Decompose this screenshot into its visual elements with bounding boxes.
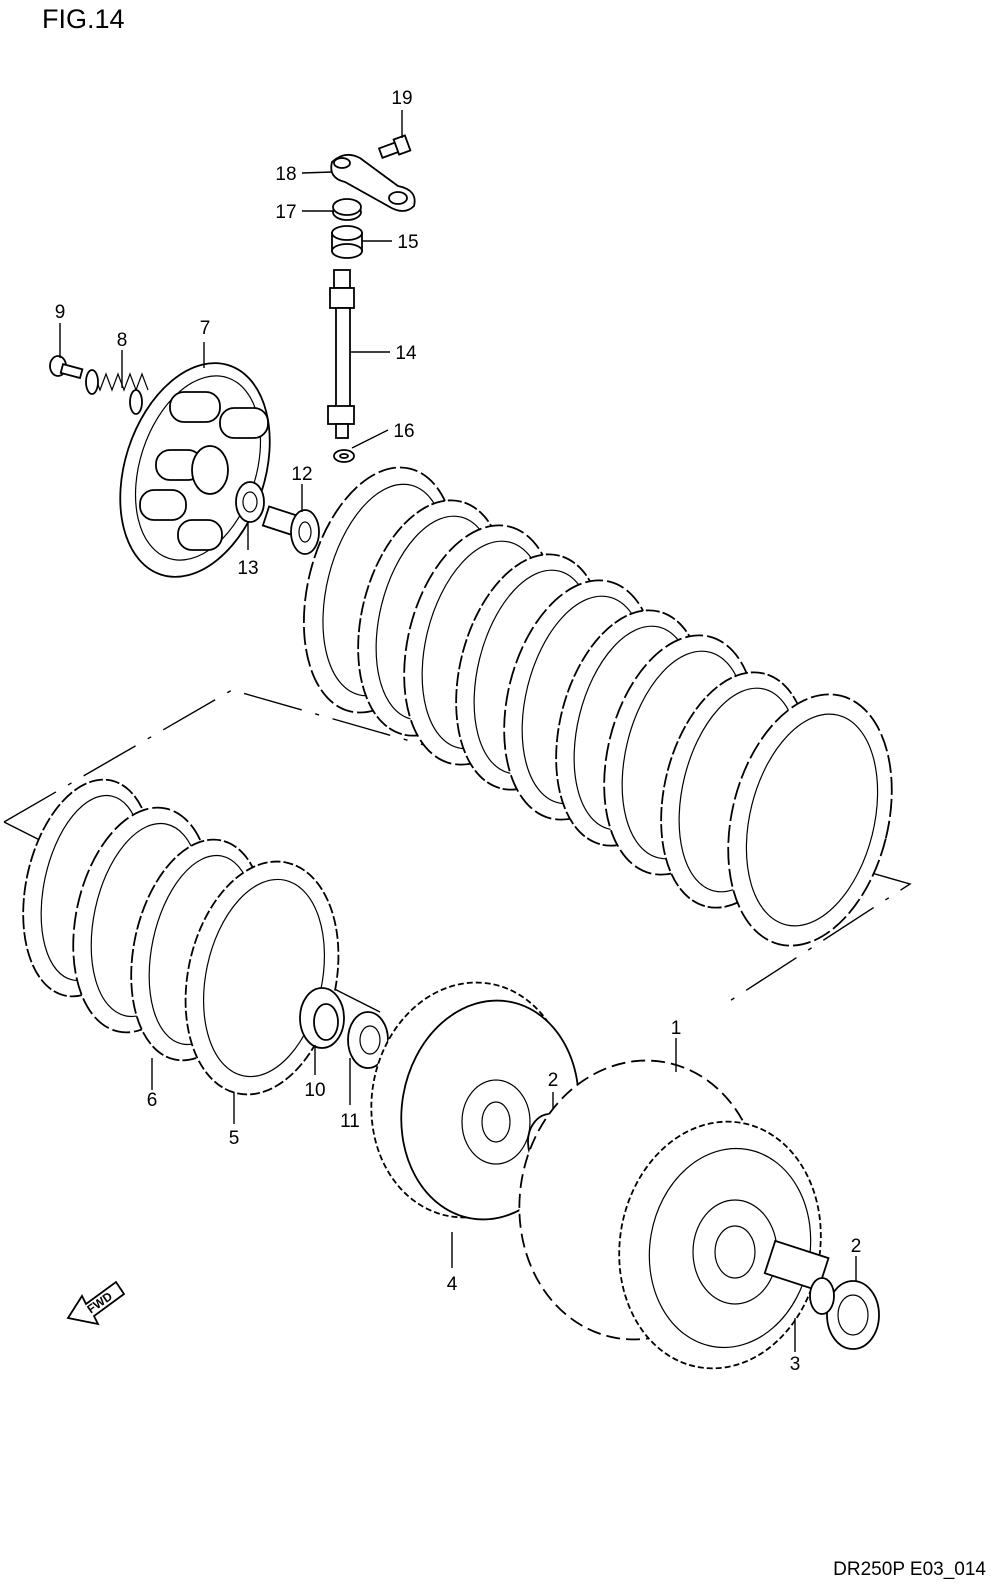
part-16-washer xyxy=(333,429,389,463)
callout-15: 15 xyxy=(397,232,418,253)
clutch-plate-stack-upper xyxy=(302,466,893,947)
part-12-push-piece xyxy=(261,484,320,555)
part-17-nut xyxy=(302,198,362,221)
callout-4: 4 xyxy=(447,1274,458,1295)
callout-2-lower: 2 xyxy=(851,1236,862,1257)
part-8-clutch-spring xyxy=(85,350,149,415)
part-9-bolt xyxy=(49,323,84,380)
part-19-bolt xyxy=(377,110,412,159)
figure-title: FIG.14 xyxy=(42,4,125,34)
document-code: DR250P E03_014 xyxy=(833,1559,986,1580)
callout-9: 9 xyxy=(55,302,66,323)
callout-14: 14 xyxy=(395,343,417,364)
part-14-release-shaft xyxy=(327,269,390,439)
callout-12: 12 xyxy=(291,464,312,485)
part-13-bearing xyxy=(235,481,265,550)
part-10-clutch-nut xyxy=(299,987,345,1075)
part-1-clutch-housing xyxy=(518,1038,822,1370)
part-11-lock-washer xyxy=(347,1011,389,1105)
part-15-oil-seal xyxy=(331,225,392,259)
fwd-arrow-icon: FWD xyxy=(66,1280,126,1326)
callout-3: 3 xyxy=(790,1354,801,1375)
callout-13: 13 xyxy=(237,558,258,579)
callout-8: 8 xyxy=(117,330,128,351)
part-3-spacer xyxy=(763,1239,835,1352)
callout-5: 5 xyxy=(229,1128,240,1149)
callout-2-upper: 2 xyxy=(548,1070,559,1091)
callout-10: 10 xyxy=(304,1080,325,1101)
callout-17: 17 xyxy=(275,202,296,223)
callout-6: 6 xyxy=(147,1090,158,1111)
part-18-clutch-lever xyxy=(301,153,416,212)
part-7-pressure-plate xyxy=(119,342,271,578)
callout-11: 11 xyxy=(340,1111,360,1132)
part-2-washer-lower xyxy=(826,1256,880,1350)
callout-19: 19 xyxy=(391,88,412,109)
callout-16: 16 xyxy=(393,421,414,442)
callout-7: 7 xyxy=(200,318,211,339)
callout-18: 18 xyxy=(275,164,296,185)
callout-1: 1 xyxy=(671,1018,682,1039)
